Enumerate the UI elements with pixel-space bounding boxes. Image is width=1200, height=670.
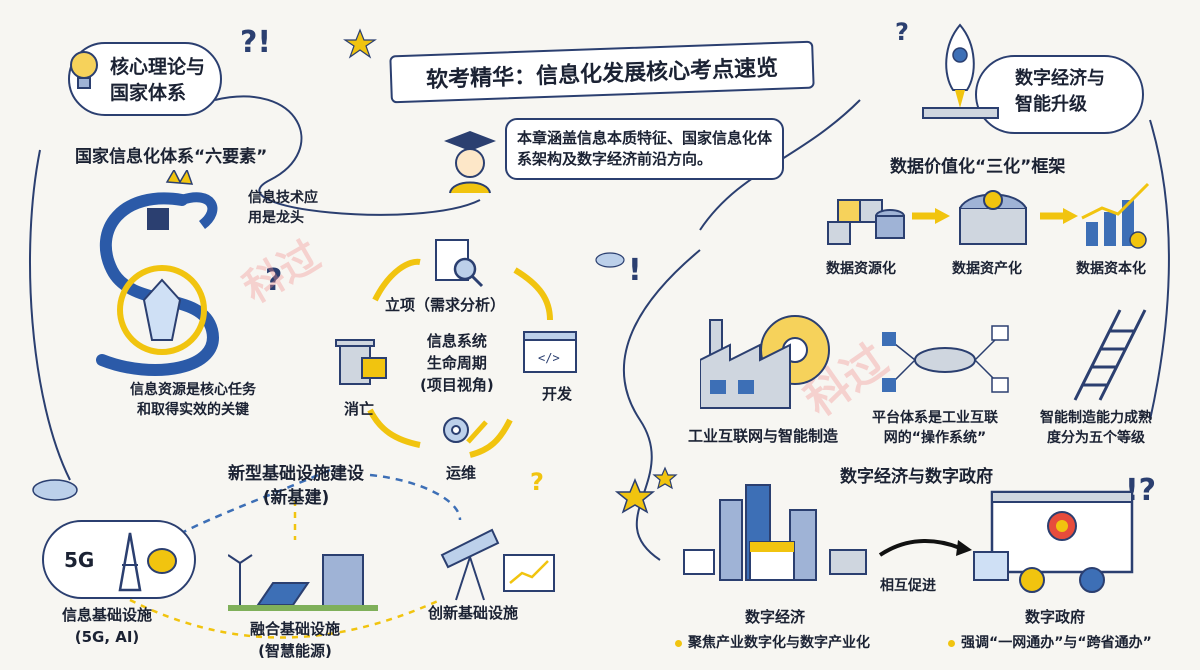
factory-gear-icon [700,300,850,410]
platform-hub-icon [880,320,1010,400]
lifecycle-center: 信息系统 生命周期 (项目视角) [420,330,494,396]
stage-initiation: 立项（需求分析） [385,294,505,315]
three-item-1: 数据资源化 [826,258,896,278]
three-item-2: 数据资产化 [952,258,1022,278]
bullet-dot-2 [948,640,955,647]
code-window-icon: </> [522,330,582,380]
industrial-internet-label: 工业互联网与智能制造 [688,425,838,446]
lightbulb-icon [66,48,102,94]
bullet-dot [675,640,682,647]
info-infra-icon-text: 5G [64,548,94,572]
cloud-digital-economy-label: 数字经济与 智能升级 [1015,66,1105,118]
svg-text:!: ! [628,253,642,288]
digital-economy-note: 聚焦产业数字化与数字产业化 [675,632,870,652]
digital-economy-note-text: 聚焦产业数字化与数字产业化 [688,635,870,651]
intro-bubble: 本章涵盖信息本质特征、国家信息化体系架构及数字经济前沿方向。 [505,118,784,180]
city-shop-icon [680,480,870,590]
ladder-icon [1065,305,1155,405]
digital-gov-label: 数字政府 [1025,606,1085,627]
digital-gov-note: 强调“一网通办”与“跨省通办” [948,632,1152,652]
energy-icon [228,545,378,615]
infra-title: 新型基础设施建设 (新基建) [228,462,364,510]
stage-dev: 开发 [542,383,572,404]
cloud-core-theory-label: 核心理论与 国家体系 [110,54,205,106]
treasure-chest-icon [950,180,1040,250]
student-icon [440,125,500,195]
svg-text:?!: ?! [240,25,271,60]
gear-wrench-icon [438,410,490,454]
svg-text:</>: </> [538,351,560,365]
page-title: 软考精华：信息化发展核心考点速览 [426,50,779,94]
tower-brain-icon [100,525,180,595]
digital-gov-note-text: 强调“一网通办”与“跨省通办” [961,635,1152,651]
dragon-illustration [62,170,262,390]
six-elements-title: 国家信息化体系“六要素” [75,142,267,167]
innovation-infra-label: 创新基础设施 [428,602,518,623]
info-infra-label: 信息基础设施 (5G, AI) [62,604,152,648]
gov-monitor-icon [972,488,1152,598]
rocket-icon [915,20,1005,120]
mutual-label: 相互促进 [880,575,936,595]
capability-label: 智能制造能力成熟 度分为五个等级 [1040,408,1152,448]
three-item-3: 数据资本化 [1076,258,1146,278]
stage-retire: 消亡 [344,398,374,419]
stage-ops: 运维 [446,462,476,483]
svg-text:?: ? [530,468,544,496]
trash-icon [332,332,390,390]
three-title: 数据价值化“三化”框架 [890,152,1065,177]
telescope-chart-icon [432,515,562,605]
digital-economy-label: 数字经济 [745,606,805,627]
tech-app-label: 信息技术应 用是龙头 [248,188,318,228]
platform-label: 平台体系是工业互联 网的“操作系统” [872,408,998,448]
document-search-icon [432,236,486,290]
data-cubes-icon [818,180,908,250]
fusion-infra-label: 融合基础设施 (智慧能源) [250,618,340,662]
resources-label: 信息资源是核心任务 和取得实效的关键 [130,380,256,420]
growth-chart-icon [1078,178,1158,250]
svg-text:?: ? [895,18,909,46]
